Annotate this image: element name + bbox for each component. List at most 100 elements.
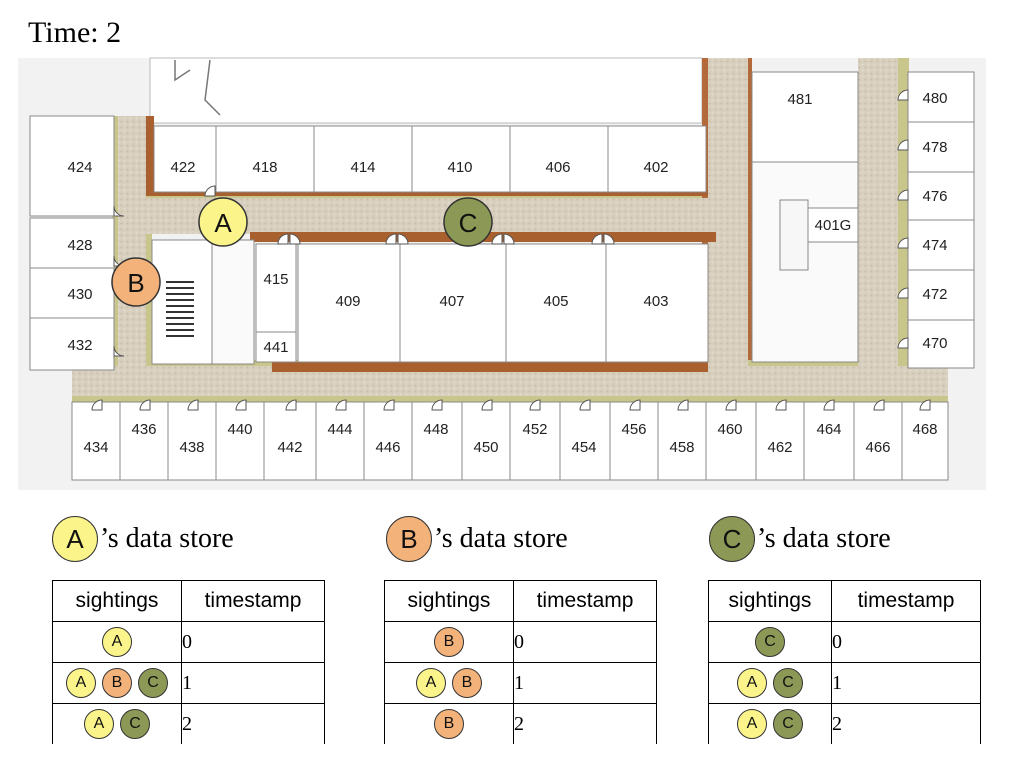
token-a: A — [84, 709, 114, 739]
store-b-heading: B ’s data store — [386, 516, 568, 562]
agent-marker-label: C — [459, 208, 478, 238]
store-a-table: sightings timestamp A 0 A B C 1 A C 2 — [52, 580, 325, 744]
timestamp-cell: 0 — [181, 621, 325, 663]
room-label: 409 — [335, 293, 360, 310]
col-header-sightings: sightings — [708, 580, 832, 622]
room-label: 410 — [447, 159, 472, 176]
room-label: 424 — [67, 159, 92, 176]
room-label: 478 — [922, 139, 947, 156]
room-label: 442 — [277, 439, 302, 456]
room-label: 403 — [643, 293, 668, 310]
room-label: 441 — [263, 339, 288, 356]
agent-marker-c: C — [443, 197, 493, 247]
timestamp-cell: 0 — [831, 621, 981, 663]
table-row: A C 1 — [708, 662, 981, 704]
table-header-row: sightings timestamp — [52, 580, 325, 622]
room-label: 460 — [717, 421, 742, 438]
room-label: 456 — [621, 421, 646, 438]
room-label: 405 — [543, 293, 568, 310]
right-corridor — [858, 58, 898, 374]
table-row: A C 2 — [708, 703, 981, 744]
token-a: A — [737, 668, 767, 698]
token-b: B — [102, 668, 132, 698]
token-a: A — [737, 709, 767, 739]
timestamp-cell: 2 — [513, 703, 657, 744]
room-label: 466 — [865, 439, 890, 456]
table-row: C 0 — [708, 621, 981, 663]
left-corridor — [118, 116, 146, 374]
room-label: 472 — [922, 286, 947, 303]
agent-marker-a: A — [198, 197, 248, 247]
token-c: C — [709, 516, 755, 562]
room-label: 458 — [669, 439, 694, 456]
room-label: 430 — [67, 286, 92, 303]
slide-title: Time: 2 — [28, 16, 122, 49]
timestamp-cell: 1 — [181, 662, 325, 704]
store-heading-text: ’s data store — [757, 523, 891, 554]
col-header-timestamp: timestamp — [181, 580, 325, 622]
room-label: 415 — [263, 271, 288, 288]
col-header-sightings: sightings — [52, 580, 182, 622]
table-row: A 0 — [52, 621, 325, 663]
room-label: 468 — [912, 421, 937, 438]
room-label: 407 — [439, 293, 464, 310]
token-c: C — [755, 627, 785, 657]
floor-plan: 424 422 418 414 410 406 402 428 430 432 … — [18, 57, 986, 490]
table-row: B 0 — [384, 621, 657, 663]
stairwell — [151, 239, 255, 365]
room-label: 432 — [67, 337, 92, 354]
room-label: 434 — [83, 439, 108, 456]
room-label: 428 — [67, 237, 92, 254]
entry-area — [149, 57, 703, 124]
agent-marker-label: A — [214, 208, 232, 238]
token-b: B — [434, 627, 464, 657]
room-label: 452 — [522, 421, 547, 438]
token-b: B — [386, 516, 432, 562]
store-heading-text: ’s data store — [434, 523, 568, 554]
table-header-row: sightings timestamp — [384, 580, 657, 622]
token-a: A — [66, 668, 96, 698]
token-a: A — [102, 627, 132, 657]
room-label: 402 — [643, 159, 668, 176]
timestamp-cell: 1 — [831, 662, 981, 704]
room-label: 450 — [473, 439, 498, 456]
store-b-table: sightings timestamp B 0 A B 1 B 2 — [384, 580, 657, 744]
token-b: B — [452, 668, 482, 698]
room-label: 480 — [922, 90, 947, 107]
room-label: 436 — [131, 421, 156, 438]
agent-marker-label: B — [127, 268, 144, 298]
room-label: 418 — [252, 159, 277, 176]
room-label: 462 — [767, 439, 792, 456]
table-row: A C 2 — [52, 703, 325, 744]
token-c: C — [138, 668, 168, 698]
room-label: 422 — [170, 159, 195, 176]
timestamp-cell: 2 — [831, 703, 981, 744]
col-header-timestamp: timestamp — [831, 580, 981, 622]
room-label: 474 — [922, 237, 947, 254]
store-heading-text: ’s data store — [100, 523, 234, 554]
col-header-sightings: sightings — [384, 580, 514, 622]
room-label: 438 — [179, 439, 204, 456]
token-c: C — [773, 709, 803, 739]
token-b: B — [434, 709, 464, 739]
token-a: A — [416, 668, 446, 698]
room-label: 470 — [922, 335, 947, 352]
token-a: A — [52, 516, 98, 562]
room-label: 446 — [375, 439, 400, 456]
room-label: 464 — [816, 421, 841, 438]
table-row: A B C 1 — [52, 662, 325, 704]
room-label: 476 — [922, 188, 947, 205]
timestamp-cell: 0 — [513, 621, 657, 663]
room-label: 481 — [787, 91, 812, 108]
door-arcs — [91, 89, 931, 411]
center-corridor — [708, 58, 748, 374]
store-a-heading: A ’s data store — [52, 516, 234, 562]
room-label: 444 — [327, 421, 352, 438]
room-label: 440 — [227, 421, 252, 438]
store-c-heading: C ’s data store — [709, 516, 891, 562]
room-label: 401G — [815, 217, 852, 234]
timestamp-cell: 1 — [513, 662, 657, 704]
store-c-table: sightings timestamp C 0 A C 1 A C 2 — [708, 580, 981, 744]
room-label: 448 — [423, 421, 448, 438]
room-label: 414 — [350, 159, 375, 176]
